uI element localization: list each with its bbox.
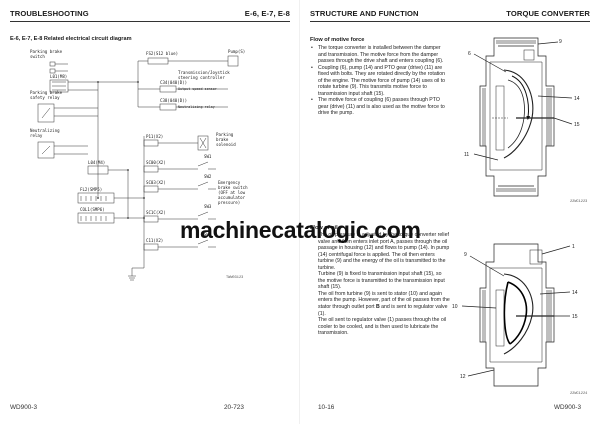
right-header-rule (310, 21, 590, 22)
fig1-callout-6: 6 (468, 51, 471, 57)
left-header-rule (10, 21, 290, 22)
label-sw2: SW2 (204, 174, 212, 179)
outlet-port-label: B (375, 304, 380, 311)
oil-flow-text: The oil pressure is adjusted by the torq… (310, 232, 450, 337)
watermark: machinecatalogic.com (180, 217, 421, 243)
fig2-callout-1: 1 (572, 244, 575, 250)
fig2-callout-12: 12 (460, 374, 466, 380)
label-sw1: SW1 (204, 154, 212, 159)
torque-converter-oil-flow-figure: 1 9 10 14 15 12 22WC1224 (452, 243, 587, 396)
oil-flow-paragraph: Turbine (9) is fixed to transmission inp… (318, 271, 445, 291)
label-c38: C38(040(D)) (160, 98, 187, 103)
fig2-callout-10: 10 (452, 304, 458, 310)
label-neutralizing-relay-small: Neutralizing relay (178, 105, 215, 109)
fig1-code: 22WC1223 (570, 200, 587, 204)
label-output-speed-sensor: Output speed sensor (178, 87, 217, 91)
label-p11: P11(X2) (146, 134, 163, 139)
motive-force-bullet: Coupling (6), pump (14) and PTO gear (dr… (311, 65, 446, 98)
left-footer-model: WD900-3 (10, 404, 37, 411)
right-footer-page: 10-16 (318, 404, 335, 411)
label-c11: C11(X2) (146, 238, 163, 243)
label-fs2: FS2(S12 blue) (146, 51, 178, 56)
fig1-callout-15: 15 (574, 122, 580, 128)
left-header-title: TROUBLESHOOTING (10, 9, 89, 18)
motive-force-bullet: The torque converter is installed betwee… (311, 45, 446, 65)
fig2-code: 22WC1224 (570, 392, 587, 396)
circuit-diagram-title: E-6, E-7, E-8 Related electrical circuit… (10, 36, 132, 42)
oil-flow-text-segment: The oil from turbine (9) is sent to stat… (318, 290, 450, 311)
left-footer-page: 20-723 (224, 404, 244, 411)
torque-converter-motive-force-figure: 6 14 9 15 11 22WC1223 (464, 37, 587, 204)
label-sc03: SC03(X2) (146, 180, 166, 185)
label-pump: Pump(S) (228, 49, 245, 54)
label-fl2: FL2(SMP5) (80, 187, 102, 192)
right-footer-model: WD900-3 (554, 404, 581, 411)
motive-force-text: The torque converter is installed betwee… (310, 45, 446, 117)
right-header-topic: TORQUE CONVERTER (506, 9, 590, 18)
label-sw3: SW3 (204, 204, 212, 209)
label-sw4: SW4 (204, 232, 212, 237)
motive-force-title: Flow of motive force (310, 37, 365, 43)
right-header-title: STRUCTURE AND FUNCTION (310, 9, 419, 18)
fig2-callout-14: 14 (572, 290, 578, 296)
label-l04: L04(M4) (88, 160, 105, 165)
fig2-callout-15: 15 (572, 314, 578, 320)
oil-flow-paragraph: The oil sent to regulator valve (1) pass… (318, 317, 447, 337)
label-c34: C34(040(D)) (160, 80, 187, 85)
right-header: STRUCTURE AND FUNCTION TORQUE CONVERTER (310, 9, 590, 21)
label-sc1c: SC1C(X2) (146, 210, 166, 215)
oil-flow-bullet: The oil pressure is adjusted by the torq… (311, 232, 450, 271)
oil-flow-text-segment: and is sent to regulator valve (1). (318, 304, 448, 317)
label-col1: COL1(SMP6) (80, 207, 105, 212)
fig1-callout-14: 14 (574, 96, 580, 102)
diagram-fig-code: TWW03123 (226, 276, 243, 280)
right-page: STRUCTURE AND FUNCTION TORQUE CONVERTER … (300, 0, 600, 424)
fig2-callout-9: 9 (464, 252, 467, 258)
oil-flow-title: Flow of oil (310, 225, 338, 231)
left-page: TROUBLESHOOTING E-6, E-7, E-8 E-6, E-7, … (10, 9, 290, 411)
fig1-callout-11: 11 (464, 152, 469, 158)
motive-force-bullet: The motive force of coupling (6) passes … (311, 97, 446, 117)
left-header: TROUBLESHOOTING E-6, E-7, E-8 (10, 9, 290, 21)
left-header-codes: E-6, E-7, E-8 (244, 9, 290, 18)
fig1-callout-9: 9 (559, 39, 562, 45)
label-sc00: SC00(X2) (146, 160, 166, 165)
label-l01: L01(M8) (50, 74, 67, 79)
oil-flow-paragraph: The oil from turbine (9) is sent to stat… (310, 291, 450, 317)
